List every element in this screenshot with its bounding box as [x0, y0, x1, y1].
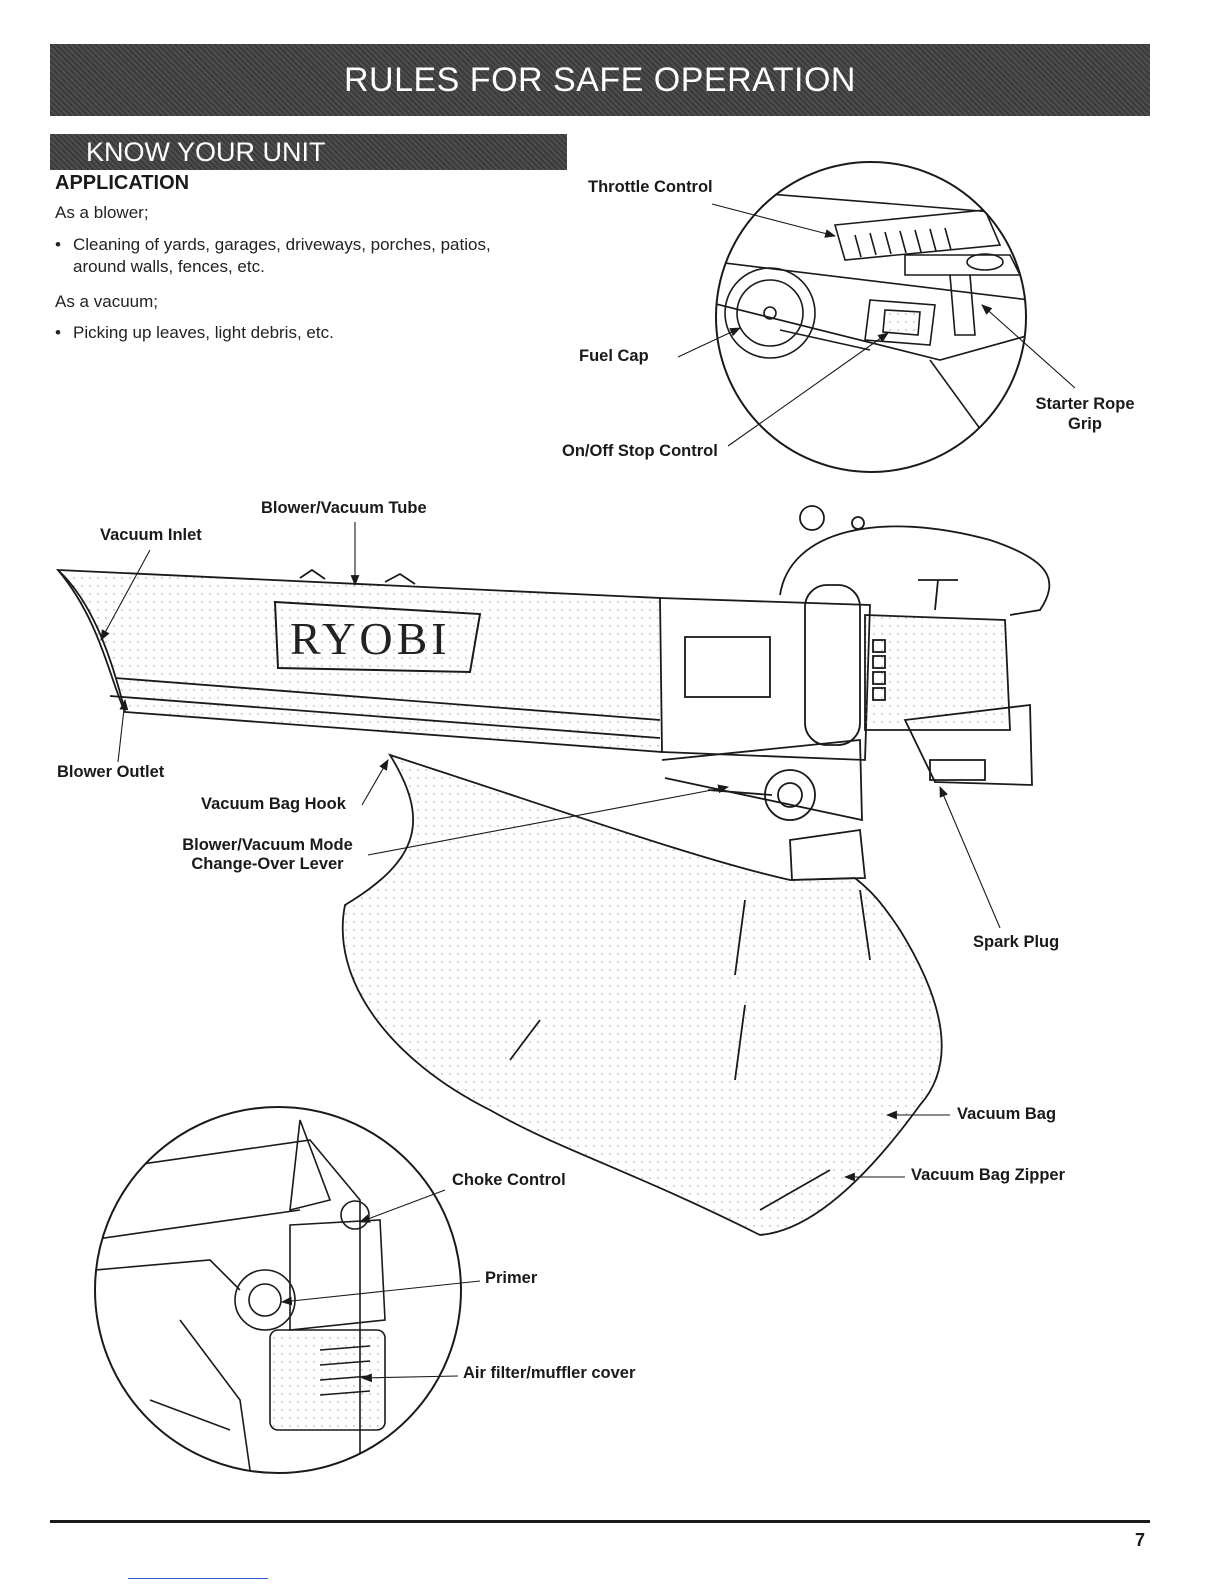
label-vacuum-bag-hook: Vacuum Bag Hook	[201, 795, 346, 813]
label-fuel-cap: Fuel Cap	[579, 347, 649, 365]
label-primer: Primer	[485, 1269, 538, 1287]
label-spark-plug: Spark Plug	[973, 933, 1060, 951]
blower-vacuum-body	[55, 505, 1051, 881]
label-mode-lever-line1: Blower/Vacuum Mode	[182, 836, 353, 854]
label-starter-rope-grip-line2: Grip	[1068, 415, 1102, 433]
label-on-off-stop-control: On/Off Stop Control	[562, 442, 718, 460]
application-heading: APPLICATION	[55, 172, 190, 194]
label-starter-rope-grip: Starter Rope Grip	[1025, 394, 1145, 434]
bullet-icon: •	[55, 323, 61, 342]
label-starter-rope-grip-line1: Starter Rope	[1035, 395, 1135, 413]
page-title: RULES FOR SAFE OPERATION	[343, 60, 856, 99]
engine-side-inset	[94, 1106, 462, 1474]
label-mode-change-over-lever: Blower/Vacuum Mode Change-Over Lever	[160, 836, 375, 874]
page-number: 7	[1135, 1530, 1146, 1550]
bullet-icon: •	[55, 235, 61, 254]
title-banner: RULES FOR SAFE OPERATION	[50, 44, 1150, 116]
label-mode-lever-line2: Change-Over Lever	[191, 855, 344, 873]
label-vacuum-bag-zipper: Vacuum Bag Zipper	[911, 1166, 1066, 1184]
vacuum-intro: As a vacuum;	[55, 292, 158, 311]
section-banner: KNOW YOUR UNIT	[50, 134, 567, 170]
blower-bullet: • Cleaning of yards, garages, driveways,…	[55, 234, 515, 278]
vacuum-bullet-text: Picking up leaves, light debris, etc.	[73, 323, 334, 342]
blower-intro: As a blower;	[55, 203, 149, 222]
label-air-filter-muffler-cover: Air filter/muffler cover	[463, 1364, 636, 1382]
callout-leaders	[100, 203, 1076, 1383]
label-blower-vacuum-tube: Blower/Vacuum Tube	[261, 499, 427, 517]
brand-logo: RYOBI	[290, 613, 451, 664]
footer-rule	[50, 1520, 1150, 1523]
section-title: KNOW YOUR UNIT	[86, 137, 326, 167]
label-vacuum-bag: Vacuum Bag	[957, 1105, 1057, 1123]
label-throttle-control: Throttle Control	[588, 178, 713, 196]
label-blower-outlet: Blower Outlet	[57, 763, 165, 781]
vacuum-bag	[341, 753, 943, 1236]
vacuum-bullet: • Picking up leaves, light debris, etc.	[55, 322, 515, 344]
label-vacuum-inlet: Vacuum Inlet	[100, 526, 202, 544]
engine-top-inset	[715, 161, 1027, 473]
link-underline	[128, 1578, 268, 1579]
label-choke-control: Choke Control	[452, 1171, 566, 1189]
blower-bullet-text: Cleaning of yards, garages, driveways, p…	[73, 235, 491, 276]
